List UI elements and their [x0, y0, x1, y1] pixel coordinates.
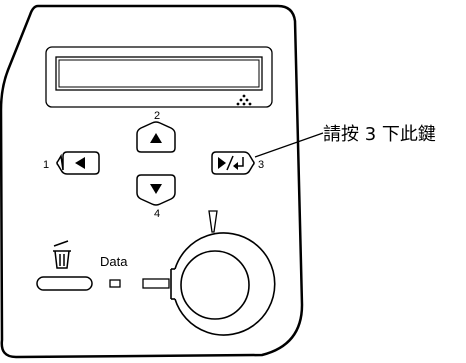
down-button[interactable]: [136, 174, 176, 206]
left-button[interactable]: [56, 151, 100, 175]
lcd-display: [45, 46, 273, 108]
down-button-number: 4: [154, 208, 160, 220]
up-arrow-icon: [150, 133, 162, 143]
up-button-number: 2: [154, 110, 160, 122]
left-button-number: 1: [43, 159, 49, 171]
play-enter-icon: [218, 155, 244, 171]
exclamation-mark-icon: [208, 210, 218, 233]
trash-icon: [53, 240, 71, 269]
cancel-button[interactable]: [36, 276, 93, 291]
callout-leader-line: [254, 132, 324, 158]
dots-logo-icon: [236, 94, 252, 106]
left-arrow-icon: [75, 157, 85, 169]
enter-button[interactable]: [211, 151, 255, 175]
round-button[interactable]: [180, 250, 250, 320]
ready-indicator-light: [142, 278, 170, 289]
down-arrow-icon: [150, 184, 162, 194]
enter-button-number: 3: [258, 159, 264, 171]
up-button[interactable]: [136, 121, 176, 153]
data-label: Data: [100, 254, 128, 269]
round-button-collar: [170, 232, 276, 336]
callout-text: 請按 3 下此鍵: [323, 124, 436, 145]
data-indicator-light: [109, 279, 121, 288]
